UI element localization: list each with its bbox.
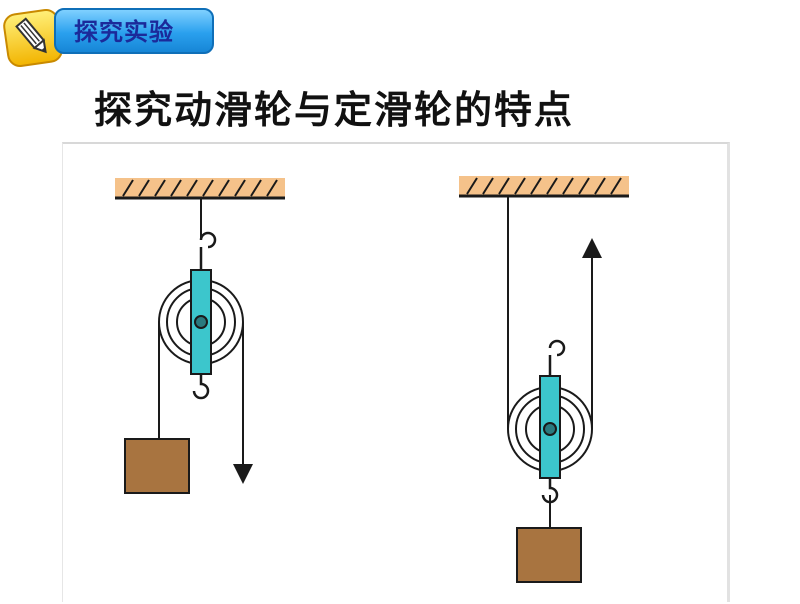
right-ceiling [459,176,629,198]
badge-label: 探究实验 [74,18,174,46]
left-ceiling [115,178,285,200]
pulley-diagram [115,176,629,583]
badge-bar [54,8,214,54]
right-top-hook [548,339,566,376]
left-axle [194,315,208,329]
left-setup [115,178,285,494]
right-bottom-hook [541,478,559,504]
right-weight-block [516,527,582,583]
section-badge: 探究实验 [2,2,214,68]
diagram-panel [62,142,730,602]
right-axle [543,422,557,436]
left-top-hook [199,231,217,270]
page-title: 探究动滑轮与定滑轮的特点 [94,88,575,132]
right-setup [459,176,629,583]
left-weight-block [124,438,190,494]
left-bottom-hook [192,374,210,400]
